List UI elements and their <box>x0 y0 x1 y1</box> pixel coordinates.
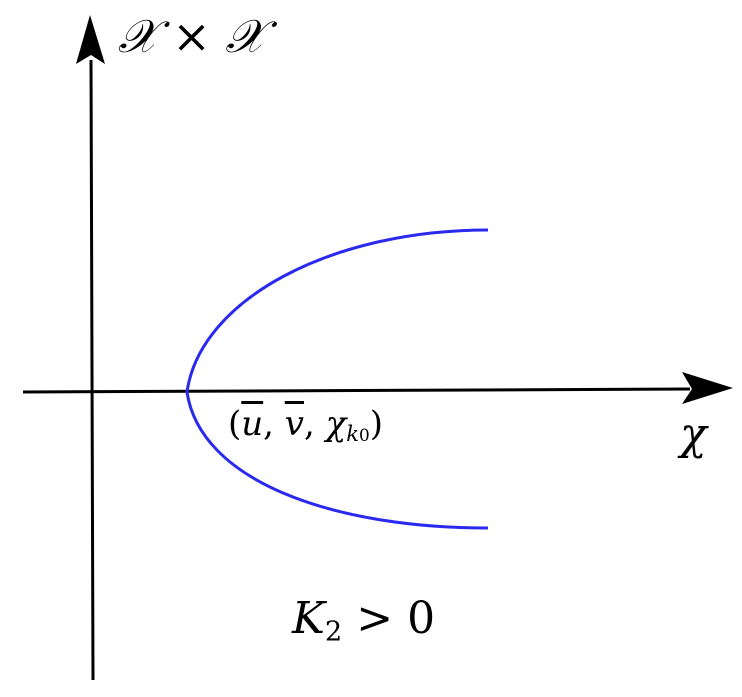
y-axis <box>76 15 105 681</box>
vertex-label-sep2: , <box>304 404 326 444</box>
condition-subscript: 2 <box>324 616 343 648</box>
condition-k: K <box>292 593 325 644</box>
x-axis-arrow-icon <box>682 372 733 404</box>
y-axis-label: 𝒳 × 𝒳 <box>118 8 265 64</box>
vertex-label-subscript: k0 <box>346 421 370 446</box>
x-axis-label: χ <box>680 409 707 460</box>
condition-relation: > 0 <box>342 593 436 644</box>
y-axis-label-op: × <box>172 9 211 63</box>
vertex-label-sub-0: 0 <box>359 424 370 445</box>
vertex-label-chi: χ <box>325 404 347 444</box>
vertex-label-close-paren: ) <box>369 404 384 444</box>
y-axis-label-right: 𝒳 <box>225 9 265 63</box>
vertex-label-u-bar: u <box>241 404 264 444</box>
vertex-point-label: (u, v, χk0) <box>228 402 383 457</box>
x-axis <box>22 372 733 404</box>
vertex-label-sep1: , <box>263 404 285 444</box>
vertex-label-open-paren: ( <box>228 404 242 444</box>
vertex-label-v-bar: v <box>284 404 305 444</box>
vertex-label-sub-k: k <box>346 420 360 446</box>
bifurcation-curve <box>185 228 489 530</box>
y-axis-label-left: 𝒳 <box>118 9 158 63</box>
condition-label: K2 > 0 <box>292 592 435 660</box>
y-axis-arrow-icon <box>76 15 105 64</box>
